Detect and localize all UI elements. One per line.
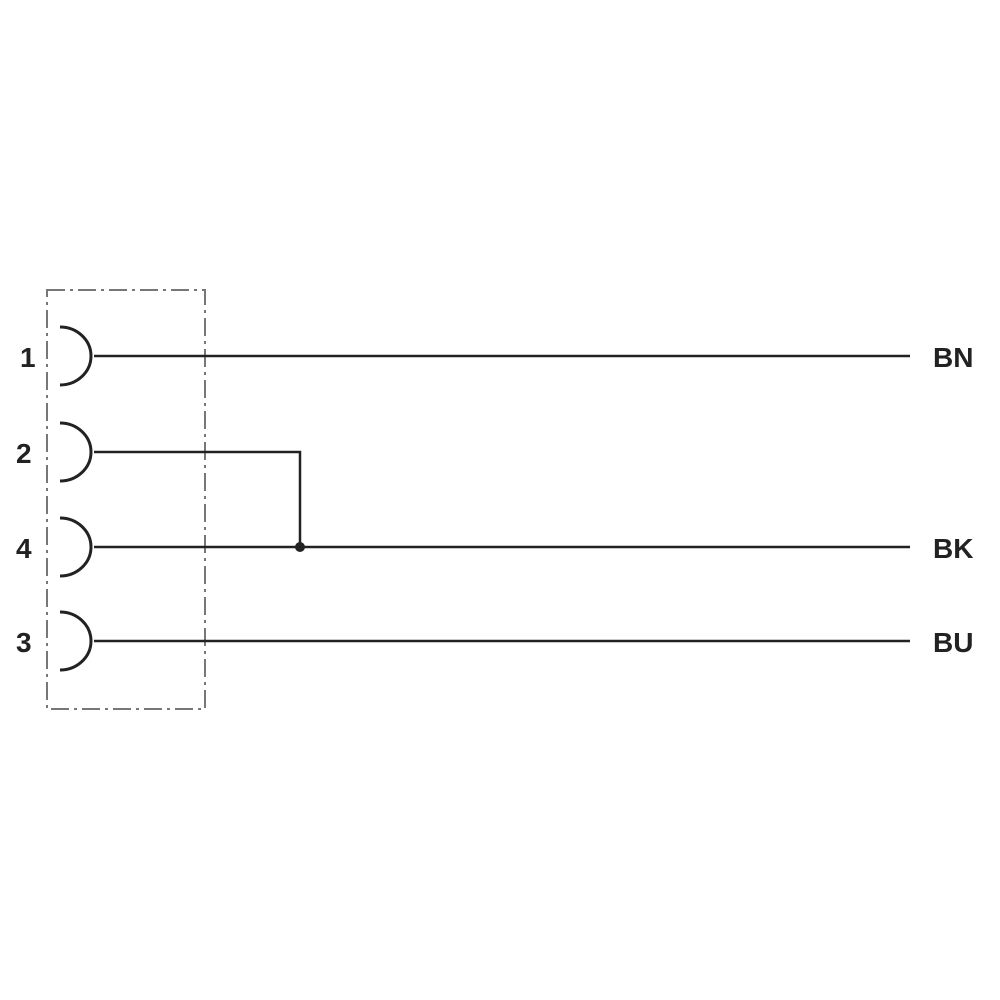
- socket-contact-icon: [59, 516, 93, 578]
- pin-number: 3: [16, 627, 32, 658]
- wire-color-label: BN: [933, 342, 973, 373]
- pin-3: 3 BU: [16, 610, 973, 672]
- pin-number: 2: [16, 438, 32, 469]
- pin-1: 1 BN: [20, 325, 973, 387]
- socket-contact-icon: [59, 421, 93, 483]
- wire-color-label: BK: [933, 533, 973, 564]
- wire-color-label: BU: [933, 627, 973, 658]
- wire-bridge: [94, 450, 302, 547]
- pin-4: 4 BK: [16, 516, 973, 578]
- pin-2: 2: [16, 421, 302, 547]
- pin-number: 1: [20, 342, 36, 373]
- socket-contact-icon: [59, 610, 93, 672]
- pin-number: 4: [16, 533, 32, 564]
- junction-dot: [295, 542, 305, 552]
- connector-housing-outline: [46, 289, 206, 710]
- socket-contact-icon: [59, 325, 93, 387]
